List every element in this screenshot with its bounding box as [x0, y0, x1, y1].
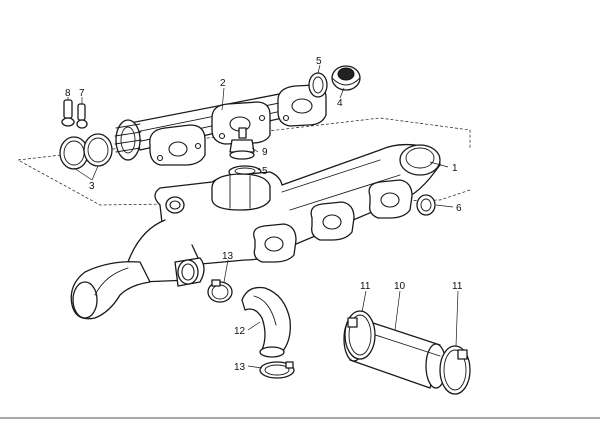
callout-4: 4	[337, 98, 343, 109]
hose-clamp-part-13-upper	[207, 279, 233, 303]
callout-9: 9	[262, 147, 268, 158]
hose-clamp-part-11-right	[439, 345, 471, 395]
callout-7: 7	[79, 88, 85, 99]
upper-pipe-part-2	[114, 84, 327, 166]
callout-5-middle: 5	[262, 166, 268, 177]
callout-11-right: 11	[452, 281, 463, 292]
callout-2: 2	[220, 78, 226, 89]
cap-part-4	[331, 65, 361, 91]
callout-12: 12	[234, 326, 246, 337]
leader-lines	[67, 64, 459, 369]
callout-13-lower: 13	[234, 362, 246, 373]
callout-3: 3	[89, 181, 95, 192]
main-manifold-part-1	[70, 143, 441, 320]
elbow-hose-part-12	[241, 286, 291, 358]
bolt-part-8	[61, 99, 75, 127]
o-ring-part-6	[416, 194, 436, 216]
callout-10: 10	[394, 281, 406, 292]
gaskets-part-3	[59, 133, 113, 170]
temperature-sender-part-9	[229, 127, 255, 160]
callout-1: 1	[452, 163, 458, 174]
callout-5-top: 5	[316, 56, 322, 67]
callout-6: 6	[456, 203, 462, 214]
washer-part-7	[76, 103, 88, 129]
callout-8: 8	[65, 88, 71, 99]
hose-clamp-part-13-lower	[259, 361, 295, 379]
hose-clamp-part-11-left	[344, 310, 376, 360]
callout-13-upper: 13	[222, 251, 234, 262]
callout-11-left: 11	[360, 281, 371, 292]
